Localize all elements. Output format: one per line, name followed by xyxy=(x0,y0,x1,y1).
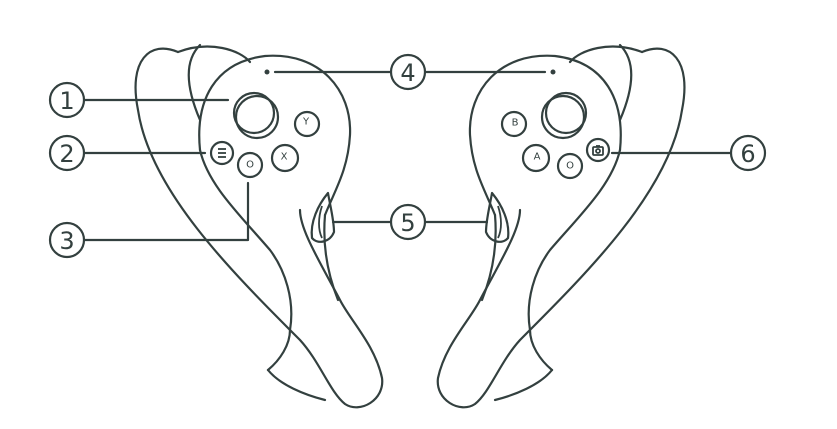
y-button[interactable]: Y xyxy=(293,110,321,138)
b-label: B xyxy=(512,118,519,129)
svg-text:3: 3 xyxy=(59,227,74,255)
leader-lines xyxy=(82,70,733,242)
home-label: O xyxy=(246,160,254,171)
callout-4: 4 xyxy=(389,53,427,91)
svg-text:1: 1 xyxy=(59,87,74,115)
x-label: X xyxy=(281,152,288,163)
svg-text:2: 2 xyxy=(59,140,74,168)
right-controller: B A O xyxy=(436,43,686,409)
home-label: O xyxy=(566,161,574,172)
svg-text:4: 4 xyxy=(400,59,415,87)
indicator-light xyxy=(550,69,556,75)
callout-1: 1 xyxy=(48,81,86,119)
home-button-right[interactable]: O xyxy=(556,152,584,180)
thumbstick-left[interactable] xyxy=(232,91,280,140)
x-button[interactable]: X xyxy=(270,143,300,173)
a-label: A xyxy=(534,152,541,163)
svg-text:5: 5 xyxy=(400,209,415,237)
capture-button[interactable] xyxy=(585,137,611,163)
y-label: Y xyxy=(302,117,310,128)
thumbstick-right[interactable] xyxy=(540,91,588,140)
callout-2: 2 xyxy=(48,134,86,172)
a-button[interactable]: A xyxy=(521,143,551,173)
home-button-left[interactable]: O xyxy=(236,151,264,179)
b-button[interactable]: B xyxy=(500,110,528,138)
menu-button[interactable] xyxy=(209,140,235,166)
callout-3: 3 xyxy=(48,221,86,259)
svg-text:6: 6 xyxy=(740,140,755,168)
camera-icon xyxy=(592,145,604,156)
left-controller: Y X O xyxy=(134,43,384,409)
callout-5: 5 xyxy=(389,203,427,241)
callout-6: 6 xyxy=(729,134,767,172)
menu-icon xyxy=(218,148,226,158)
indicator-light xyxy=(264,69,270,75)
